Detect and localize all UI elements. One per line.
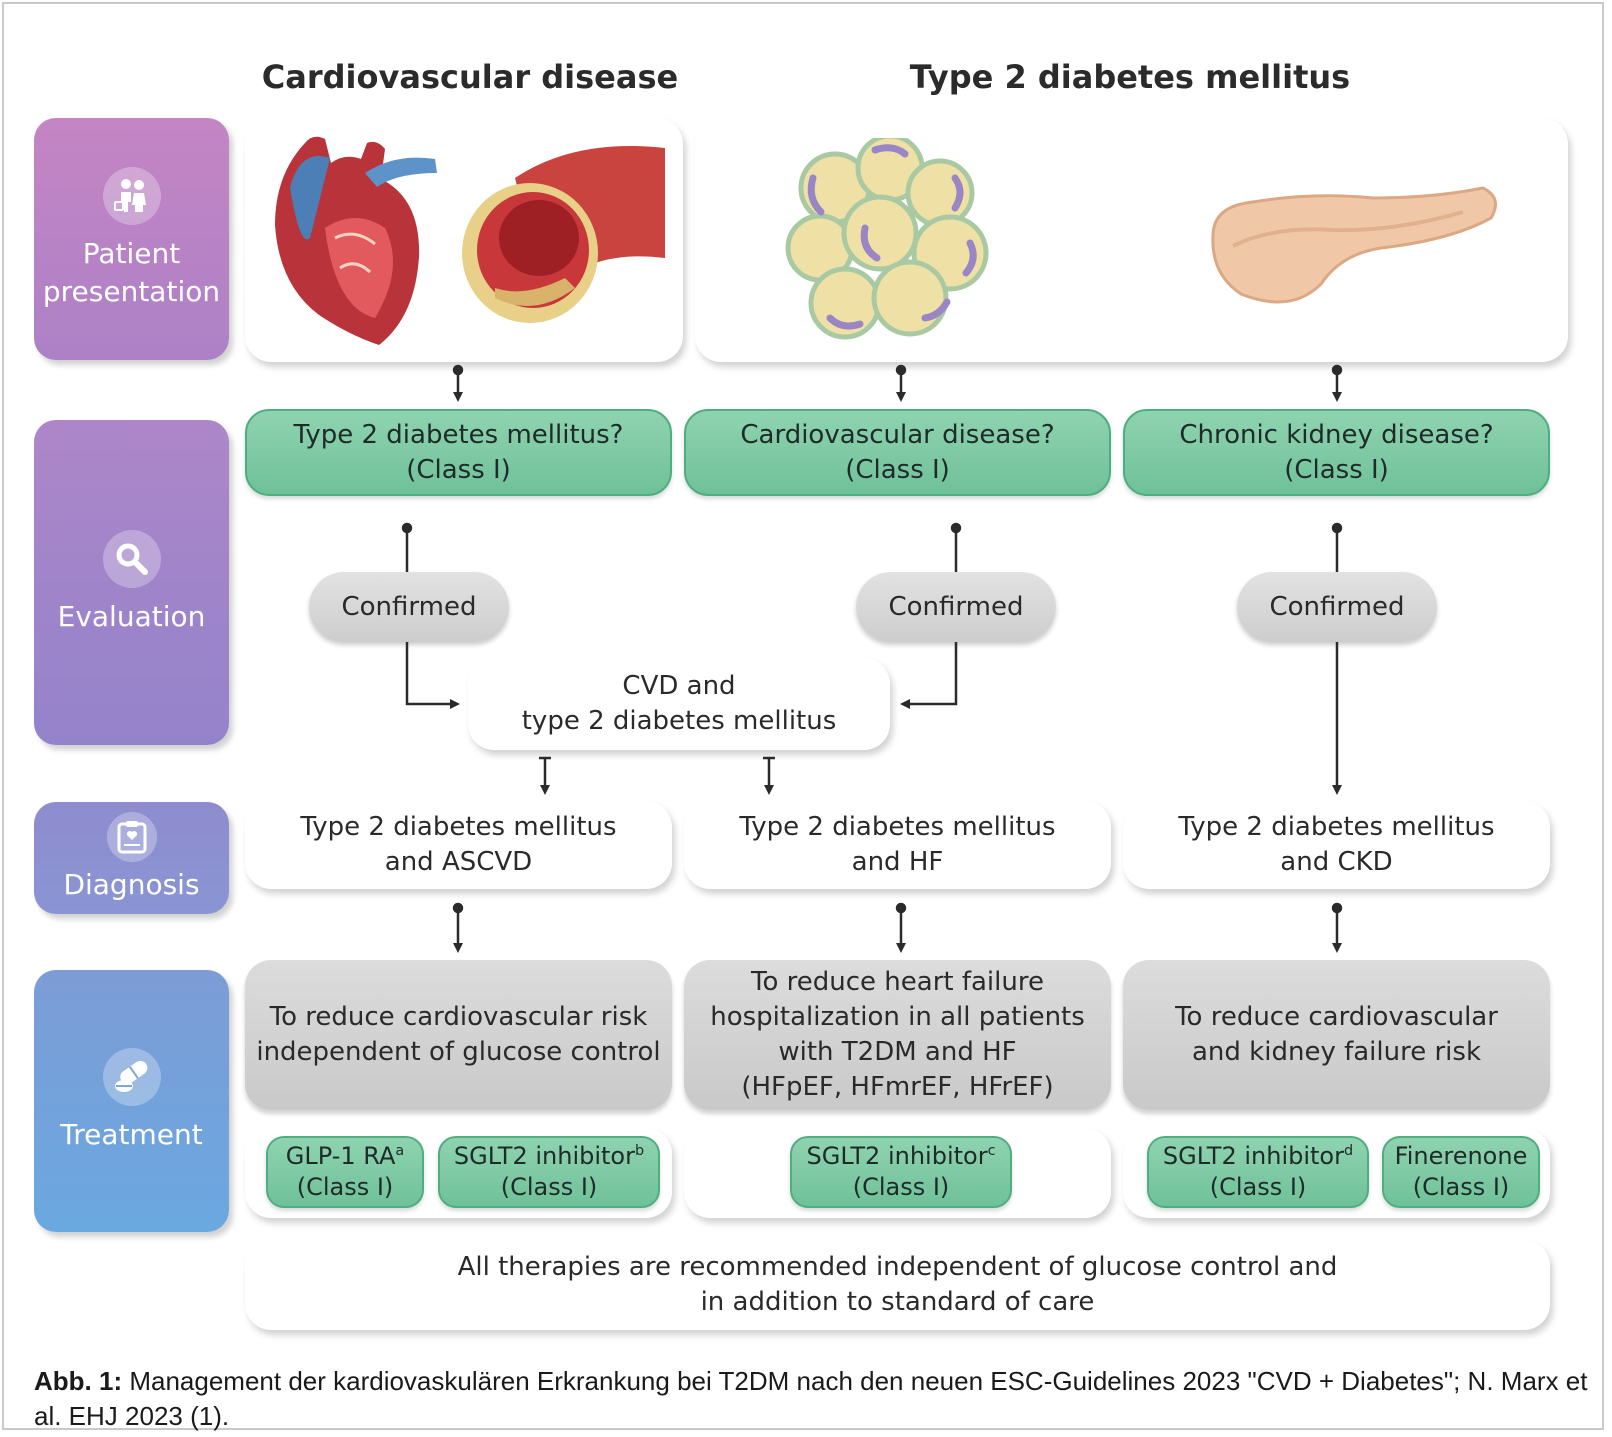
drug-finerenone: Finerenone (Class I) <box>1382 1136 1540 1208</box>
pancreas-illustration <box>1211 186 1497 304</box>
drug-sglt2-hf: SGLT2 inhibitorc (Class I) <box>790 1136 1012 1208</box>
row-label-text: Patient presentation <box>42 237 221 308</box>
treatment-goal-cv-risk: To reduce cardiovascular risk independen… <box>245 960 672 1110</box>
arrow-presentation-to-eval-3 <box>1331 364 1343 402</box>
row-label-text: Diagnosis <box>63 868 200 901</box>
footer-note-text: All therapies are recommended independen… <box>457 1252 1338 1317</box>
arrow-diagnosis-to-treatment-2 <box>895 902 907 953</box>
drug-footnote: b <box>634 1143 645 1159</box>
connector-eval-to-confirmed-3 <box>1331 522 1343 572</box>
confirmed-pill-middle: Confirmed <box>856 572 1056 642</box>
clipboard-icon <box>106 812 157 862</box>
drug-name: Finerenone <box>1394 1142 1528 1170</box>
arrow-combined-to-ascvd <box>539 756 551 795</box>
evaluation-question-t2dm: Type 2 diabetes mellitus? (Class I) <box>245 409 672 496</box>
arrow-confirmed-to-combined-right <box>900 642 958 709</box>
caption-label: Abb. 1: <box>34 1366 123 1396</box>
drug-name: GLP-1 RA <box>285 1142 396 1170</box>
diagnosis-ckd-text: Type 2 diabetes mellitus and CKD <box>1178 812 1495 877</box>
connector-eval-to-confirmed-1 <box>401 522 413 572</box>
row-label-text: Treatment <box>60 1118 203 1151</box>
diagnosis-ascvd-text: Type 2 diabetes mellitus and ASCVD <box>300 812 617 877</box>
drug-class: (Class I) <box>500 1173 598 1201</box>
arrow-presentation-to-eval-1 <box>452 364 464 402</box>
caption-text: Management der kardiovaskulären Erkranku… <box>34 1366 1588 1431</box>
combined-text: CVD and type 2 diabetes mellitus <box>521 671 837 736</box>
cvd-illustration-panel <box>245 118 683 362</box>
drug-name: SGLT2 inhibitor <box>453 1142 635 1170</box>
drug-class: (Class I) <box>1209 1173 1307 1201</box>
arrow-combined-to-hf <box>763 756 775 795</box>
arrow-diagnosis-to-treatment-1 <box>452 902 464 953</box>
row-label-treatment: Treatment <box>34 970 229 1232</box>
heart-illustration <box>275 136 437 345</box>
diagnosis-ascvd-box: Type 2 diabetes mellitus and ASCVD <box>245 801 672 889</box>
drug-glp1-ra: GLP-1 RAa(Class I) <box>266 1136 424 1208</box>
confirmed-pill-right: Confirmed <box>1237 572 1437 642</box>
drug-sglt2-ascvd: SGLT2 inhibitorb (Class I) <box>438 1136 660 1208</box>
evaluation-question-ckd: Chronic kidney disease? (Class I) <box>1123 409 1550 496</box>
drug-name: SGLT2 inhibitor <box>1162 1142 1344 1170</box>
drug-footnote: c <box>987 1143 996 1159</box>
islet-cells-illustration <box>785 138 989 340</box>
drug-footnote: a <box>395 1143 405 1159</box>
diagnosis-hf-box: Type 2 diabetes mellitus and HF <box>684 801 1111 889</box>
drug-sglt2-ckd: SGLT2 inhibitord (Class I) <box>1147 1136 1369 1208</box>
evaluation-question-cvd: Cardiovascular disease? (Class I) <box>684 409 1111 496</box>
footer-note-box: All therapies are recommended independen… <box>245 1240 1550 1330</box>
row-label-evaluation: Evaluation <box>34 420 229 745</box>
row-label-diagnosis: Diagnosis <box>34 802 229 914</box>
arrow-diagnosis-to-treatment-3 <box>1331 902 1343 953</box>
figure-caption: Abb. 1: Management der kardiovaskulären … <box>34 1364 1594 1434</box>
drug-class: (Class I) <box>1412 1173 1510 1201</box>
connector-eval-to-confirmed-2 <box>950 522 962 572</box>
drug-class: (Class I) <box>852 1173 950 1201</box>
patient-caregiver-icon <box>102 167 161 225</box>
magnifier-icon <box>102 529 161 588</box>
drug-footnote: d <box>1343 1143 1354 1159</box>
confirmed-pill-left: Confirmed <box>309 572 509 642</box>
diagnosis-ckd-box: Type 2 diabetes mellitus and CKD <box>1123 801 1550 889</box>
arrow-confirmed-to-combined-left <box>405 642 460 709</box>
header-cardiovascular-disease: Cardiovascular disease <box>261 58 679 96</box>
treatment-goal-hf-hospitalization: To reduce heart failure hospitalization … <box>684 960 1111 1110</box>
drug-name: SGLT2 inhibitor <box>806 1142 988 1170</box>
row-label-text: Evaluation <box>57 599 206 633</box>
drug-class: (Class I) <box>296 1173 394 1201</box>
header-type2-diabetes: Type 2 diabetes mellitus <box>909 58 1351 96</box>
diagnosis-hf-text: Type 2 diabetes mellitus and HF <box>739 812 1056 877</box>
arrow-presentation-to-eval-2 <box>895 364 907 402</box>
row-label-patient-presentation: Patient presentation <box>34 118 229 360</box>
diabetes-illustration-panel <box>695 118 1568 362</box>
pills-icon <box>102 1048 161 1106</box>
treatment-goal-cv-kidney-risk: To reduce cardiovascular and kidney fail… <box>1123 960 1550 1110</box>
artery-plaque-illustration <box>462 146 665 323</box>
combined-box: CVD and type 2 diabetes mellitus <box>468 658 890 750</box>
